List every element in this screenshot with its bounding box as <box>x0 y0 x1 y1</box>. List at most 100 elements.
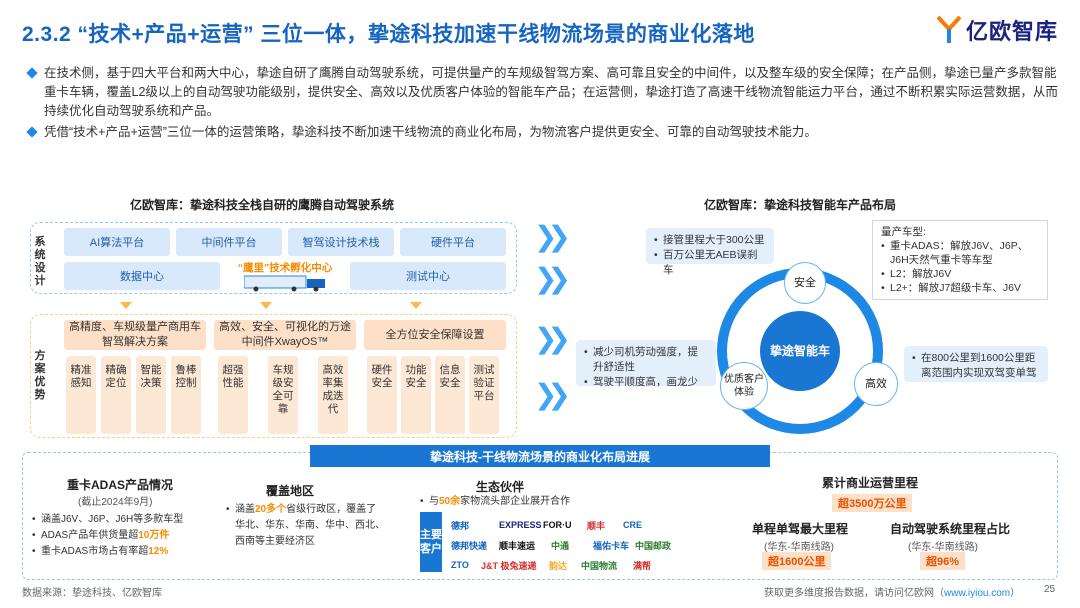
adas-title: 重卡ADAS产品情况 <box>66 478 173 492</box>
advantage-item: 硬件安全 <box>367 356 397 434</box>
single-trip-value: 超1600公里 <box>762 552 832 570</box>
partner-logo: 中国邮政 <box>635 540 672 551</box>
intro-bullets: 在技术侧，基于四大平台和两大中心，挚途自研了鹰腾自动驾驶系统，可提供量产的车规级… <box>28 64 1058 144</box>
single-trip-title: 单程单驾最大里程 <box>751 522 848 536</box>
platform-cell: AI算法平台 <box>64 228 170 256</box>
models-info: 量产车型: •重卡ADAS：解放J6V、J6P、J6H天然气重卡等车型 •L2：… <box>872 220 1048 300</box>
coverage-list: 涵盖20多个省级行政区，覆盖了华北、华东、华南、华中、西北、西南等主要经济区 <box>226 502 386 550</box>
partner-logo: 顺丰速运 <box>499 540 536 551</box>
info-item: 百万公里无AEB误刹车 <box>654 248 766 278</box>
model-item: •L2+：解放J7超级卡车、J6V <box>881 282 1021 294</box>
partner-logo: 德邦快递 <box>451 540 488 551</box>
commercial-progress-banner: 挚途科技-干线物流场景的商业化布局进展 <box>310 445 770 467</box>
models-title: 量产车型: <box>881 226 926 238</box>
bullet-item: 在技术侧，基于四大平台和两大中心，挚途自研了鹰腾自动驾驶系统，可提供量产的车规级… <box>28 64 1058 121</box>
partner-logo: CRE <box>623 520 643 530</box>
incubation-center: “鹰里”技术孵化中心 <box>226 262 344 292</box>
info-item: 驾驶平顺度高，画龙少 <box>584 375 708 390</box>
model-item: •重卡ADAS：解放J6V、J6P、J6H天然气重卡等车型 <box>881 240 1029 266</box>
ratio-sub: (华东-华南线路) <box>908 542 978 553</box>
partner-logo: J&T 极兔速递 <box>481 560 537 571</box>
center-cell: 测试中心 <box>350 262 506 290</box>
advantage-item: 精确定位 <box>101 356 131 434</box>
logo-y-icon <box>936 15 962 43</box>
partner-label: 主要客户 <box>420 512 442 572</box>
advantage-item: 精准感知 <box>66 356 96 434</box>
node-efficiency: 高效 <box>854 362 898 406</box>
info-item: 接管里程大于300公里 <box>654 233 766 248</box>
brand-logo: 亿欧智库 <box>936 14 1058 46</box>
truck-icon <box>244 275 325 292</box>
advantage-item: 车规级安全可靠 <box>268 356 298 434</box>
efficiency-info: 在800公里到1600公里距离范围内实现双驾变单驾 <box>904 346 1048 382</box>
advantage-item: 超强性能 <box>218 356 248 434</box>
ratio-title: 自动驾驶系统里程占比 <box>889 522 1010 536</box>
advantage-head: 高效、安全、可视化的万途中间件XwayOS™ <box>214 320 356 350</box>
advantage-item: 智能决策 <box>136 356 166 434</box>
partner-logo: EXPRESS <box>499 520 542 530</box>
advantage-item: 高效率集成迭代 <box>318 356 348 434</box>
node-safety: 安全 <box>784 262 826 304</box>
bullet-item: 凭借“技术+产品+运营”三位一体的运营策略，挚途科技不断加速干线物流的商业化布局… <box>28 123 1058 142</box>
advantage-item: 信息安全 <box>435 356 465 434</box>
info-item: 在800公里到1600公里距离范围内实现双驾变单驾 <box>912 351 1040 381</box>
partner-logo: 韵达 <box>549 560 568 571</box>
partner-logo: 福佑卡车 <box>593 540 630 551</box>
partner-logo: 顺丰 <box>587 520 606 531</box>
ratio-value: 超96% <box>920 552 966 570</box>
solution-advantage-box <box>30 314 517 438</box>
advantage-label: 方案优势 <box>34 350 46 401</box>
advantage-head: 全方位安全保障设置 <box>364 320 506 350</box>
advantage-item: 测试验证平台 <box>469 356 499 434</box>
advantage-item: 功能安全 <box>401 356 431 434</box>
partner-logo: 满帮 <box>633 560 652 571</box>
partner-logo: ZTO <box>451 560 469 570</box>
adas-item: 重卡ADAS市场占有率超12% <box>32 544 232 560</box>
mileage-value: 超3500万公里 <box>832 494 913 512</box>
safety-info: 接管里程大于300公里 百万公里无AEB误刹车 <box>646 228 774 276</box>
down-arrow-icon <box>120 302 132 309</box>
chevron-right-icon: ❯❯ <box>534 221 571 252</box>
mileage-title: 累计商业运营里程 <box>821 476 918 490</box>
chevron-right-icon: ❯❯ <box>534 323 571 354</box>
partner-logo: 中国物流 <box>581 560 618 571</box>
chevron-right-icon: ❯❯ <box>534 379 571 410</box>
partner-logo: 中通 <box>551 540 570 551</box>
adas-sub: (截止2024年9月) <box>78 497 153 508</box>
page-title: 2.3.2 “技术+产品+运营” 三位一体，挚途科技加速干线物流场景的商业化落地 <box>22 23 755 46</box>
eco-list: 与50余家物流头部企业展开合作 <box>420 494 660 510</box>
more-info: 获取更多维度报告数据，请访问亿欧网（www.iyiou.com） <box>764 588 1021 599</box>
coverage-item: 涵盖20多个省级行政区，覆盖了华北、华东、华南、华中、西北、西南等主要经济区 <box>226 502 386 550</box>
page-number: 25 <box>1044 584 1056 595</box>
coverage-title: 覆盖地区 <box>265 484 314 498</box>
system-design-label: 系统设计 <box>34 236 46 287</box>
advantage-head: 高精度、车规级量产商用车智驾解决方案 <box>64 320 206 350</box>
node-experience: 优质客户体验 <box>720 362 768 410</box>
right-diagram-title: 亿欧智库：挚途科技智能车产品布局 <box>704 198 897 212</box>
product-center: 挚途智能车 <box>760 311 840 391</box>
system-design-box <box>30 222 517 294</box>
platform-cell: 硬件平台 <box>400 228 506 256</box>
eco-title: 生态伙伴 <box>475 480 524 494</box>
adas-item: 涵盖J6V、J6P、J6H等多款车型 <box>32 512 232 528</box>
down-arrow-icon <box>260 302 272 309</box>
chevron-right-icon: ❯❯ <box>534 263 571 294</box>
eco-item: 与50余家物流头部企业展开合作 <box>420 494 660 510</box>
site-link[interactable]: www.iyiou.com <box>944 588 1011 599</box>
adas-item: ADAS产品年供货量超10万件 <box>32 528 232 544</box>
incubation-label: “鹰里”技术孵化中心 <box>237 262 333 274</box>
data-source: 数据来源：挚途科技、亿欧智库 <box>22 588 162 599</box>
single-trip-sub: (华东-华南线路) <box>764 542 834 553</box>
adas-list: 涵盖J6V、J6P、J6H等多款车型 ADAS产品年供货量超10万件 重卡ADA… <box>32 512 232 560</box>
center-cell: 数据中心 <box>64 262 220 290</box>
left-diagram-title: 亿欧智库：挚途科技全栈自研的鹰腾自动驾驶系统 <box>130 198 395 212</box>
model-item: •L2：解放J6V <box>881 268 952 280</box>
partner-logo: FOR·U <box>543 520 572 530</box>
advantage-item: 鲁棒控制 <box>171 356 201 434</box>
info-item: 减少司机劳动强度，提升舒适性 <box>584 345 708 375</box>
down-arrow-icon <box>410 302 422 309</box>
partner-logo: 德邦 <box>451 520 470 531</box>
platform-cell: 智驾设计技术栈 <box>288 228 394 256</box>
logo-text: 亿欧智库 <box>965 19 1058 44</box>
experience-info: 减少司机劳动强度，提升舒适性 驾驶平顺度高，画龙少 <box>576 340 716 390</box>
